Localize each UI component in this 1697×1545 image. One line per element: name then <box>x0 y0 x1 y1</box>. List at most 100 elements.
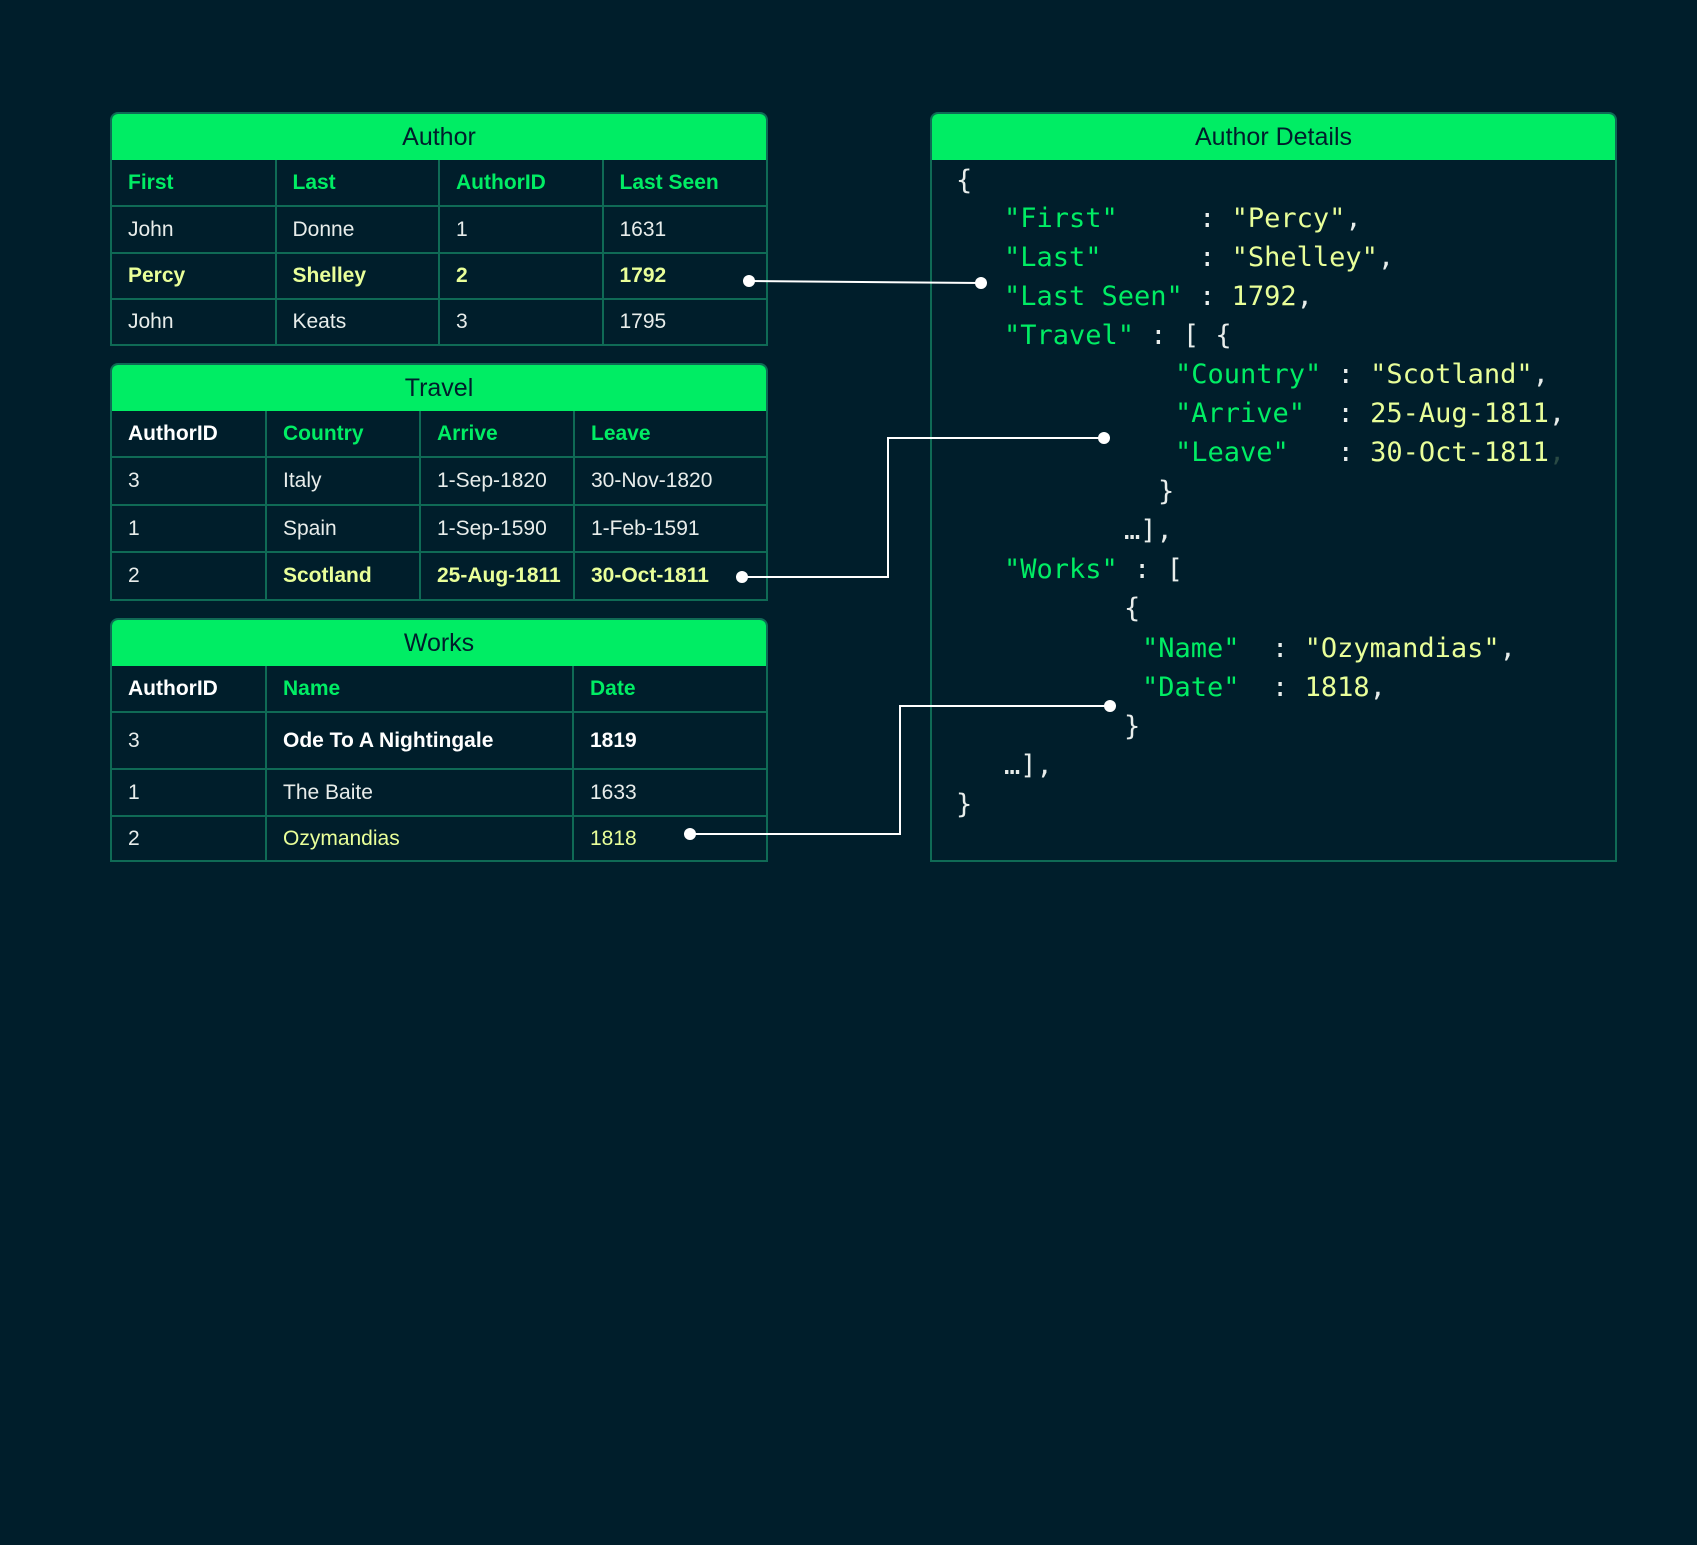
table-row: 1 Spain 1-Sep-1590 1-Feb-1591 <box>112 504 766 553</box>
table-row: John Donne 1 1631 <box>112 205 766 254</box>
code-comma: , <box>1499 633 1516 664</box>
table-cell: The Baite <box>265 768 574 817</box>
code-key: "Name" <box>1142 633 1240 664</box>
code-line: "Leave" : 30-Oct-1811, <box>1175 433 1565 472</box>
code-value: "Ozymandias" <box>1304 633 1500 664</box>
column-header: Leave <box>573 411 766 458</box>
code-line: "Name" : "Ozymandias", <box>1142 629 1516 668</box>
code-separator: : <box>1101 242 1232 273</box>
table-cell: 1-Sep-1590 <box>419 504 575 553</box>
code-comma: , <box>1369 672 1386 703</box>
table-cell: Donne <box>274 205 440 254</box>
code-comma: , <box>1532 359 1549 390</box>
table-cell: 1792 <box>601 252 766 300</box>
column-header: AuthorID <box>112 411 267 458</box>
author-table: First Last AuthorID Last Seen John Donne… <box>112 160 766 344</box>
column-header: Country <box>265 411 421 458</box>
table-cell: 1 <box>112 768 267 817</box>
code-value: 1792 <box>1231 281 1297 312</box>
json-code-block: { "First" : "Percy", "Last" : "Shelley",… <box>956 165 1565 1545</box>
code-separator: : <box>1182 281 1232 312</box>
works-table-panel: Works AuthorID Name Date 3 Ode To A Nigh… <box>110 618 768 862</box>
code-key: "Last Seen" <box>1004 281 1183 312</box>
code-key: "Country" <box>1175 359 1322 390</box>
table-row-highlighted: 2 Scotland 25-Aug-1811 30-Oct-1811 <box>112 551 766 599</box>
column-header: Name <box>265 666 574 713</box>
table-row-highlighted: 2 Ozymandias 1818 <box>112 815 766 860</box>
code-separator: : <box>1117 203 1232 234</box>
table-cell: 1 <box>112 504 267 553</box>
table-cell: 3 <box>112 711 267 770</box>
table-row: 1 The Baite 1633 <box>112 768 766 817</box>
code-line: …], <box>1004 746 1053 785</box>
column-header: First <box>112 160 277 207</box>
author-table-panel: Author First Last AuthorID Last Seen Joh… <box>110 112 768 346</box>
table-header-row: AuthorID Country Arrive Leave <box>112 411 766 458</box>
table-cell: 2 <box>112 815 267 860</box>
code-separator: : [ { <box>1134 320 1232 351</box>
table-cell: 2 <box>112 551 267 599</box>
code-line: "Last Seen" : 1792, <box>1004 277 1313 316</box>
code-line: } <box>956 785 972 824</box>
table-cell: 1-Feb-1591 <box>573 504 766 553</box>
code-bracket: …], <box>1004 750 1053 781</box>
table-cell: 1818 <box>572 815 766 860</box>
table-row-highlighted: Percy Shelley 2 1792 <box>112 252 766 300</box>
table-cell: 1-Sep-1820 <box>419 456 575 506</box>
code-line: "Works" : [ <box>1004 550 1183 589</box>
author-table-title: Author <box>112 114 766 160</box>
code-comma: , <box>1296 281 1313 312</box>
table-cell: 3 <box>438 298 604 344</box>
column-header: Last <box>274 160 440 207</box>
table-cell: 1819 <box>572 711 766 770</box>
table-cell: John <box>112 205 277 254</box>
code-line: "First" : "Percy", <box>1004 199 1362 238</box>
code-key: "Last" <box>1004 242 1102 273</box>
table-cell: 1795 <box>601 298 766 344</box>
table-cell: 30-Nov-1820 <box>573 456 766 506</box>
code-separator: : <box>1288 437 1371 468</box>
code-line: "Date" : 1818, <box>1142 668 1386 707</box>
table-row: 3 Italy 1-Sep-1820 30-Nov-1820 <box>112 456 766 506</box>
table-cell: 1633 <box>572 768 766 817</box>
code-brace: { <box>956 165 973 196</box>
table-cell: Ozymandias <box>265 815 574 860</box>
code-key: "First" <box>1004 203 1118 234</box>
table-cell: Shelley <box>274 252 440 300</box>
table-cell: Italy <box>265 456 421 506</box>
code-separator: : <box>1239 633 1305 664</box>
table-cell: 3 <box>112 456 267 506</box>
code-key: "Arrive" <box>1175 398 1306 429</box>
code-brace: } <box>956 789 973 820</box>
table-row: John Keats 3 1795 <box>112 298 766 344</box>
code-brace: { <box>1124 593 1141 624</box>
column-header: Last Seen <box>601 160 766 207</box>
table-header-row: AuthorID Name Date <box>112 666 766 713</box>
code-separator: : <box>1321 359 1371 390</box>
column-header: AuthorID <box>112 666 267 713</box>
column-header: Date <box>572 666 766 713</box>
code-line: } <box>1124 707 1140 746</box>
code-line: …], <box>1124 511 1173 550</box>
code-comma: , <box>1548 398 1566 429</box>
code-value: 25-Aug-1811 <box>1370 398 1549 429</box>
code-separator: : <box>1305 398 1371 429</box>
code-brace: } <box>1124 711 1141 742</box>
column-header: AuthorID <box>438 160 604 207</box>
author-details-panel: Author Details { "First" : "Percy", "Las… <box>930 112 1617 862</box>
code-line: "Travel" : [ { <box>1004 316 1232 355</box>
table-cell: 1 <box>438 205 604 254</box>
table-cell: Scotland <box>265 551 421 599</box>
code-value: "Scotland" <box>1370 359 1533 390</box>
works-table: AuthorID Name Date 3 Ode To A Nightingal… <box>112 666 766 860</box>
table-cell: John <box>112 298 277 344</box>
column-header: Arrive <box>419 411 575 458</box>
author-details-title: Author Details <box>932 114 1615 160</box>
table-cell: Percy <box>112 252 277 300</box>
code-key: "Works" <box>1004 554 1118 585</box>
code-brace: } <box>1158 476 1175 507</box>
table-cell: 1631 <box>601 205 766 254</box>
travel-table: AuthorID Country Arrive Leave 3 Italy 1-… <box>112 411 766 599</box>
code-key: "Travel" <box>1004 320 1135 351</box>
code-bracket: …], <box>1124 515 1173 546</box>
